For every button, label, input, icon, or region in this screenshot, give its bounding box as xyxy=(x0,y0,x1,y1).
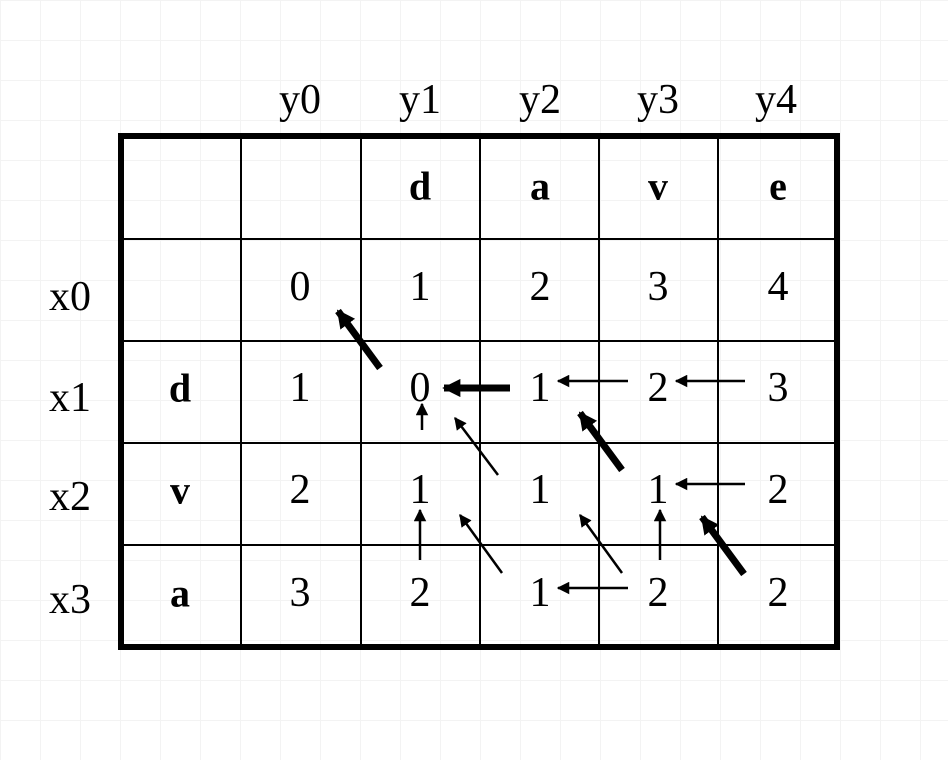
row-label: x0 xyxy=(49,274,91,320)
cell-value: 1 xyxy=(410,264,431,310)
matrix-grid xyxy=(118,133,840,650)
top-string: d a v e xyxy=(409,164,787,209)
row-label: x3 xyxy=(49,577,91,623)
cell-value: 1 xyxy=(530,467,551,513)
cell-value: 2 xyxy=(410,570,431,616)
backtrace-arrows xyxy=(413,374,745,595)
left-char: d xyxy=(169,366,191,411)
column-label: y4 xyxy=(755,77,797,123)
column-label: y0 xyxy=(279,77,321,123)
optimal-path-arrow xyxy=(335,308,383,371)
cell-value: 3 xyxy=(290,570,311,616)
diagonal-arrow xyxy=(454,417,499,476)
top-char: e xyxy=(769,164,787,209)
cell-value: 4 xyxy=(768,264,789,310)
cell-value: 1 xyxy=(410,467,431,513)
top-char: a xyxy=(530,164,550,209)
row-label: x1 xyxy=(49,375,91,421)
cell-value: 3 xyxy=(648,264,669,310)
left-string: d v a xyxy=(169,366,191,616)
cell-value: 2 xyxy=(648,570,669,616)
optimal-path-arrows xyxy=(335,308,747,577)
diagonal-arrow xyxy=(458,513,504,574)
cell-value: 0 xyxy=(290,264,311,310)
cell-value: 2 xyxy=(290,467,311,513)
cell-value: 2 xyxy=(768,570,789,616)
cell-value: 1 xyxy=(290,365,311,411)
top-char: v xyxy=(648,164,668,209)
column-label: y3 xyxy=(637,77,679,123)
column-label: y2 xyxy=(519,77,561,123)
cell-value: 2 xyxy=(648,365,669,411)
left-char: v xyxy=(170,468,190,513)
left-char: a xyxy=(170,571,190,616)
optimal-path-arrow xyxy=(699,514,747,577)
matrix-values: 0 1 2 3 4 1 0 1 2 3 2 1 1 1 2 3 2 1 2 2 xyxy=(290,264,789,616)
column-labels: y0 y1 y2 y3 y4 xyxy=(279,77,797,123)
column-label: y1 xyxy=(399,77,441,123)
cell-value: 1 xyxy=(648,467,669,513)
row-labels: x0 x1 x2 x3 xyxy=(49,274,91,623)
cell-value: 1 xyxy=(530,570,551,616)
row-label: x2 xyxy=(49,474,91,520)
cell-value: 3 xyxy=(768,365,789,411)
cell-value: 2 xyxy=(530,264,551,310)
cell-value: 0 xyxy=(410,365,431,411)
cell-value: 1 xyxy=(530,365,551,411)
cell-value: 2 xyxy=(768,467,789,513)
optimal-path-arrow xyxy=(577,410,625,473)
diagonal-arrow xyxy=(578,513,624,574)
top-char: d xyxy=(409,164,431,209)
